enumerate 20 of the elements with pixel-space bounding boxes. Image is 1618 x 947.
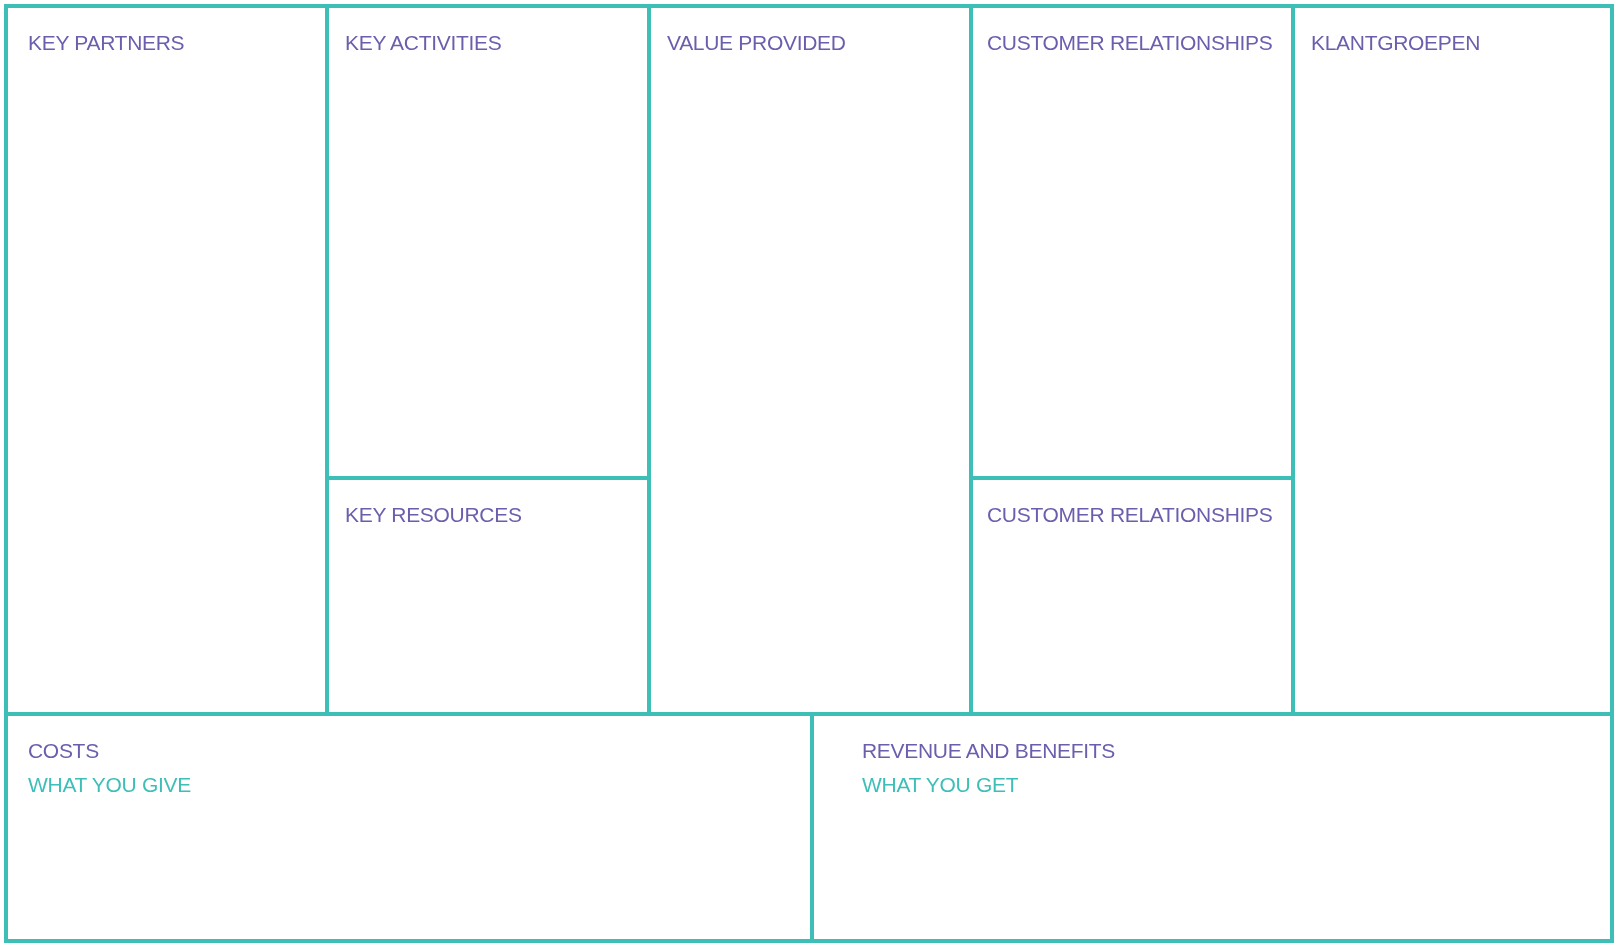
canvas-section: [4, 4, 325, 712]
section-title: REVENUE AND BENEFITS: [862, 738, 1116, 764]
canvas-section: [325, 476, 647, 712]
section-title: CUSTOMER RELATIONSHIPS: [987, 502, 1273, 528]
section-title: KEY ACTIVITIES: [345, 30, 502, 56]
section-title: VALUE PROVIDED: [667, 30, 846, 56]
canvas-section: [969, 4, 1291, 476]
canvas-section: [810, 712, 1614, 943]
section-title: KLANTGROEPEN: [1311, 30, 1481, 56]
section-subtitle: WHAT YOU GIVE: [28, 772, 191, 798]
canvas-section: [1291, 4, 1614, 712]
canvas-section: [325, 4, 647, 476]
section-title: KEY PARTNERS: [28, 30, 185, 56]
canvas-section: [4, 712, 810, 943]
section-title: COSTS: [28, 738, 99, 764]
section-title: CUSTOMER RELATIONSHIPS: [987, 30, 1273, 56]
canvas-section: [969, 476, 1291, 712]
canvas-section: [647, 4, 969, 712]
section-title: KEY RESOURCES: [345, 502, 522, 528]
section-subtitle: WHAT YOU GET: [862, 772, 1019, 798]
